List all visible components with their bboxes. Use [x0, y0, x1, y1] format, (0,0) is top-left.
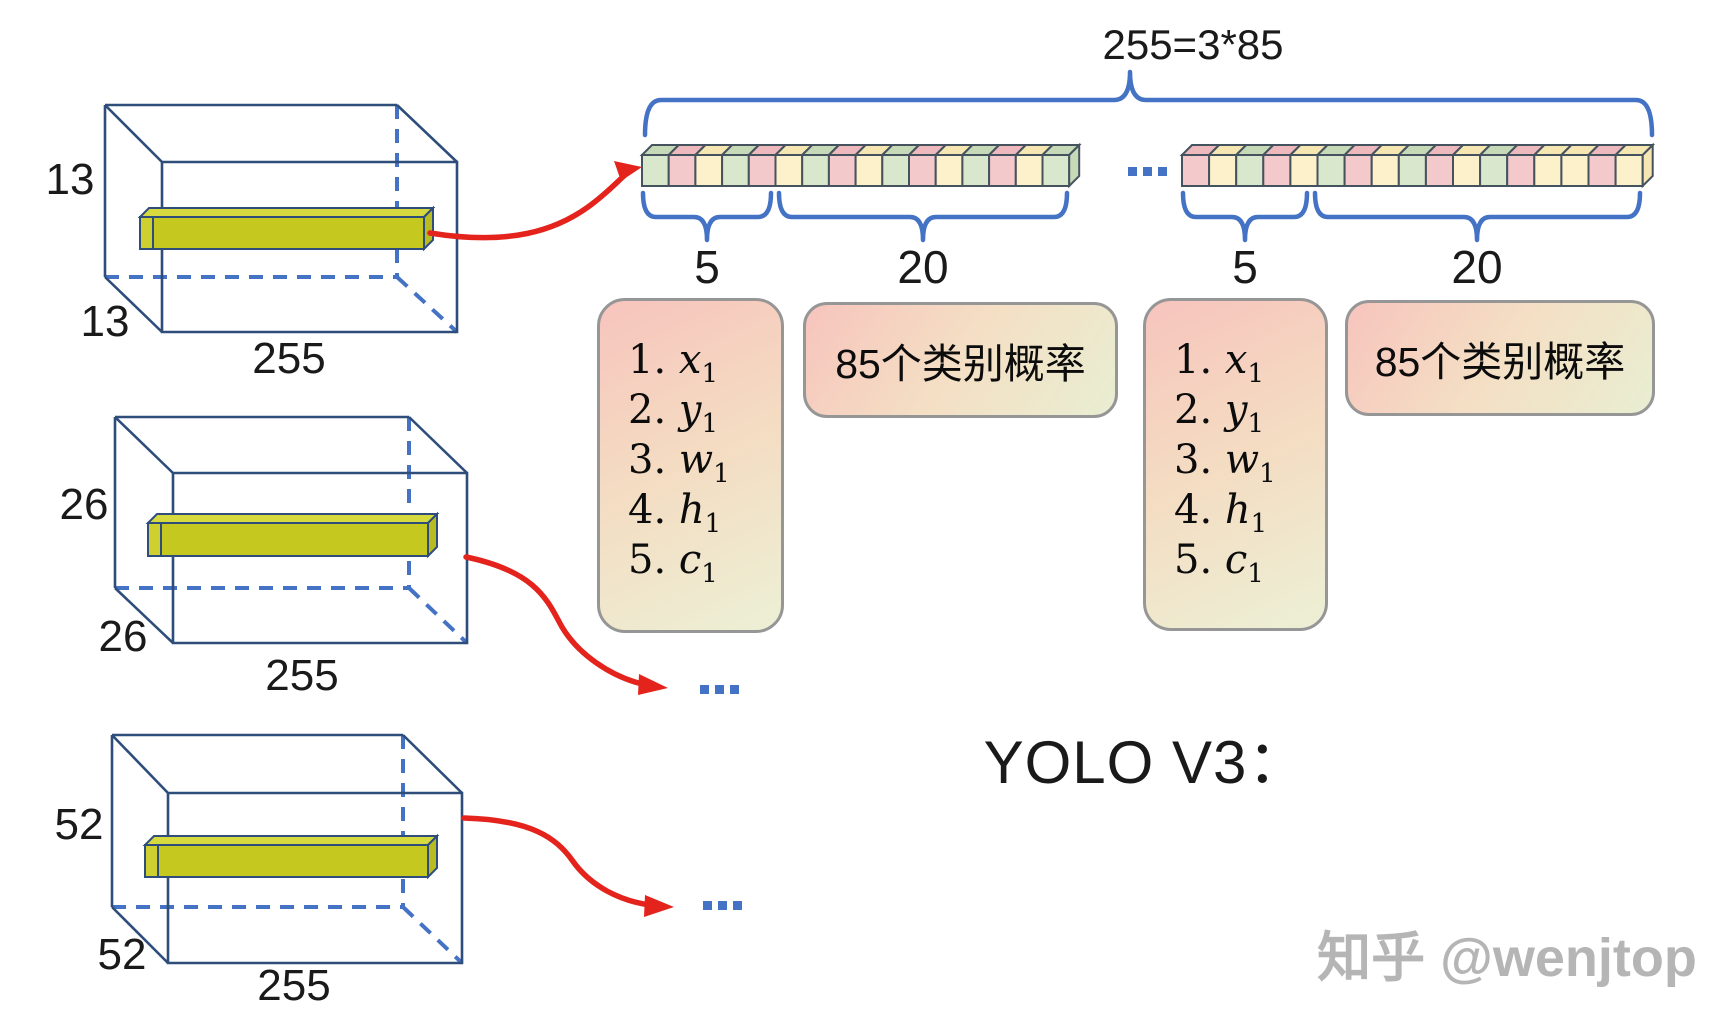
brace-strip2-group5 — [1180, 190, 1310, 243]
pred-item: 2. y1 — [628, 387, 719, 439]
brace-strip2-group20 — [1312, 190, 1643, 243]
brace-strip1-group5 — [640, 190, 774, 243]
class-prob-label: 85个类别概率 — [1374, 339, 1626, 385]
ellipsis-dots-scale-26 — [700, 685, 739, 694]
strip1-group5-label: 5 — [694, 241, 720, 293]
visible-edges — [103, 103, 459, 334]
diagram-title: YOLO V3： — [983, 729, 1309, 796]
feature-vector-bar — [145, 511, 440, 559]
brace-strip1-group20 — [776, 190, 1070, 243]
arrowhead — [614, 161, 642, 181]
fm13-depth-label: 13 — [80, 297, 130, 346]
class-prob-box-2: 85个类别概率 — [1345, 300, 1655, 416]
arrowhead — [638, 674, 668, 695]
channel-strip-1 — [639, 142, 1082, 189]
pred-item: 5. c1 — [1174, 537, 1264, 589]
pred-item: 2. y1 — [1174, 387, 1265, 439]
hidden-edges — [112, 735, 464, 965]
feature-map-cuboid-13 — [103, 103, 459, 334]
hidden-edges — [115, 417, 469, 645]
strip1-group20-label: 20 — [897, 241, 949, 293]
channel-strip-2 — [1179, 142, 1656, 189]
feature-map-cuboid-26 — [113, 415, 469, 645]
visible-edges — [113, 415, 469, 645]
fm13-channels-label: 255 — [252, 334, 326, 383]
ellipsis-dots-between-strips — [1128, 167, 1167, 176]
pred-item: 4. h1 — [628, 487, 722, 539]
pred-item: 1. x1 — [1174, 337, 1264, 389]
arrow-13-to-strip — [427, 161, 642, 241]
brace-total-255 — [642, 69, 1655, 138]
fm52-height-label: 52 — [54, 800, 104, 849]
arrow-26-to-ellipsis — [463, 554, 668, 695]
channels-formula-label: 255=3*85 — [1102, 21, 1284, 68]
feature-map-cuboid-52 — [110, 733, 464, 965]
fm52-channels-label: 255 — [257, 961, 331, 1010]
pred-item: 5. c1 — [628, 537, 718, 589]
fm26-channels-label: 255 — [265, 651, 339, 700]
hidden-edges — [105, 105, 459, 334]
pred-item: 1. x1 — [628, 337, 718, 389]
fm26-height-label: 26 — [59, 480, 109, 529]
pred-item: 3. w1 — [1174, 437, 1276, 489]
fm26-depth-label: 26 — [98, 612, 148, 661]
strip2-group20-label: 20 — [1451, 241, 1503, 293]
visible-edges — [110, 733, 464, 965]
pred-item: 4. h1 — [1174, 487, 1268, 539]
ellipsis-dots-scale-52 — [703, 901, 742, 910]
feature-vector-bar — [142, 833, 440, 880]
class-prob-label: 85个类别概率 — [835, 341, 1086, 387]
fm52-depth-label: 52 — [97, 930, 147, 979]
class-prob-box-1: 85个类别概率 — [803, 302, 1118, 418]
pred-item: 3. w1 — [628, 437, 730, 489]
arrowhead — [644, 895, 674, 917]
watermark: 知乎 @wenjtop — [1317, 928, 1697, 988]
feature-vector-bar — [137, 205, 436, 252]
strip2-group5-label: 5 — [1232, 241, 1258, 293]
arrow-52-to-ellipsis — [461, 815, 674, 917]
fm13-height-label: 13 — [45, 155, 95, 204]
